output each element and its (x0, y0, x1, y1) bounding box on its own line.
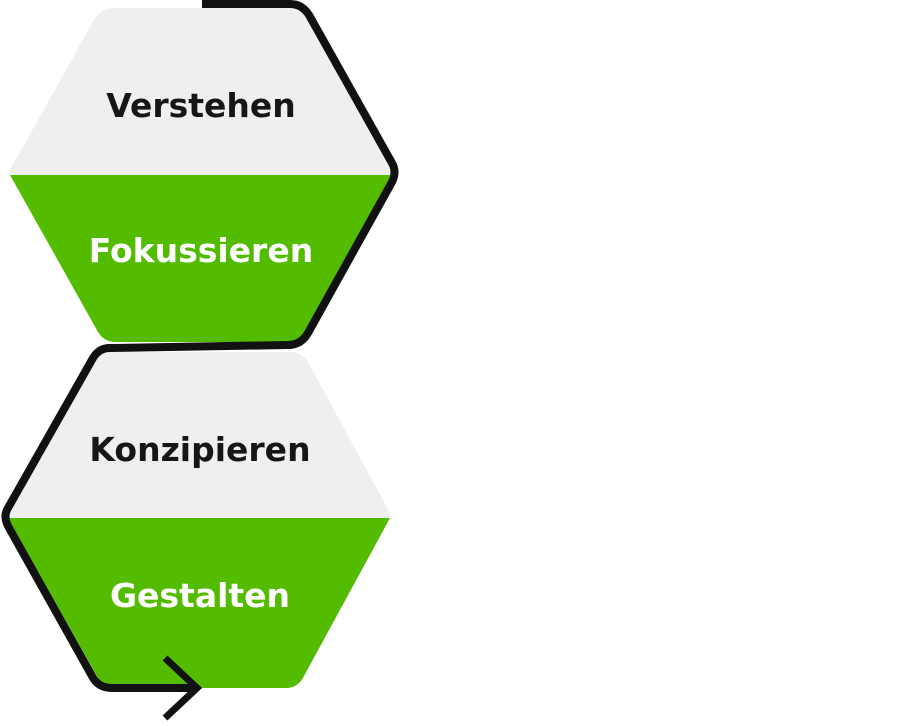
segment-gestalten (8, 518, 390, 688)
segment-fokussieren (10, 175, 392, 342)
arrow-head-icon (162, 655, 203, 721)
segment-konzipieren (8, 352, 390, 518)
step-label-fokussieren: Fokussieren (89, 231, 313, 270)
hexagon-2: Konzipieren Gestalten (8, 352, 390, 688)
segment-verstehen (10, 8, 392, 175)
step-label-konzipieren: Konzipieren (89, 430, 310, 469)
step-label-gestalten: Gestalten (110, 576, 290, 615)
hexagon-1: Verstehen Fokussieren (10, 8, 392, 342)
flow-line (1, 0, 399, 692)
step-label-verstehen: Verstehen (106, 86, 296, 125)
